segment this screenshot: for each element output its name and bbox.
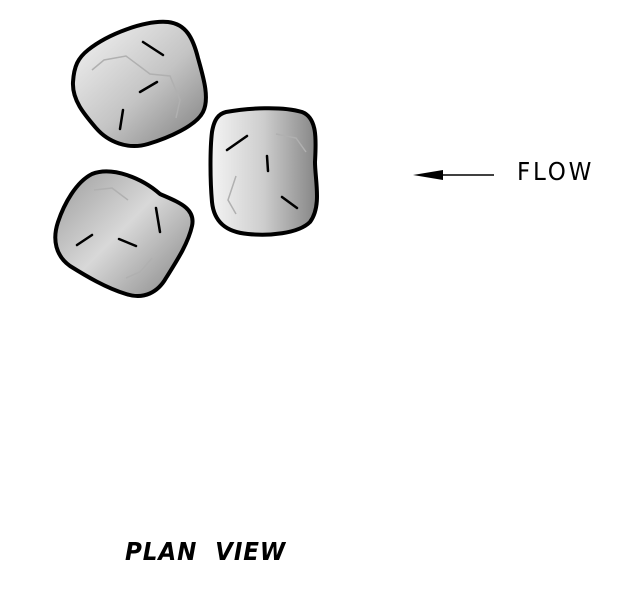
boulder-icon xyxy=(208,106,320,237)
flow-label: FLOW xyxy=(517,157,595,186)
boulder-icon xyxy=(70,19,208,148)
boulder-icon xyxy=(53,169,195,298)
arrow-left-icon xyxy=(413,170,494,180)
view-title: PLAN VIEW xyxy=(125,537,287,566)
